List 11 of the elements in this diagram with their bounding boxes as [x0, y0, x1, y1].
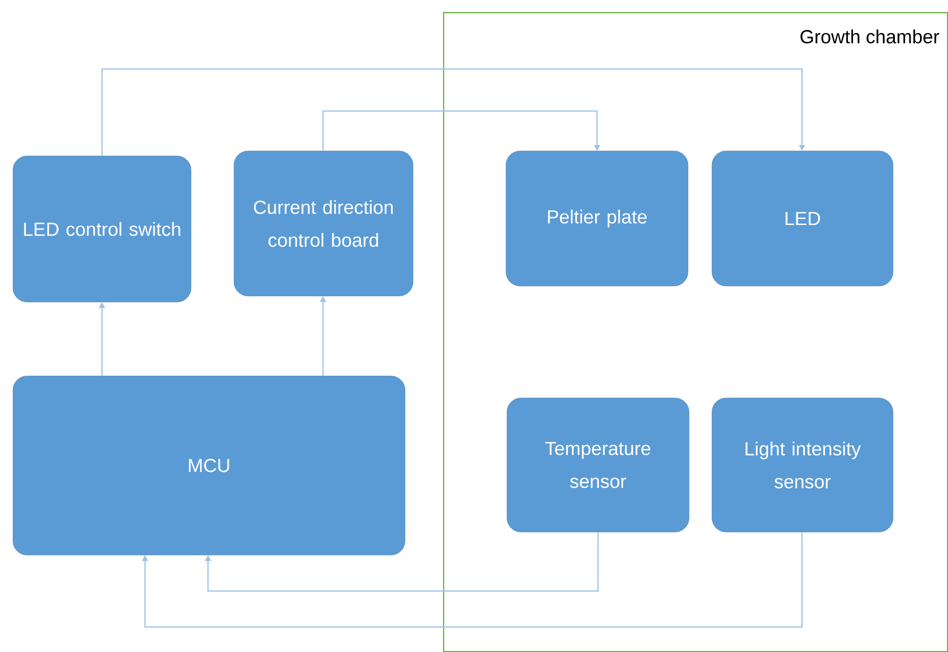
process-box: Temperature sensor	[506, 398, 690, 532]
process-box: LED control switch	[12, 156, 192, 302]
arrow	[101, 68, 806, 156]
process-box: Current direction control board	[234, 150, 414, 296]
process-box: MCU	[12, 376, 406, 556]
arrow	[322, 110, 600, 151]
process-box: Peltier plate	[506, 150, 688, 286]
process-box: Light intensity sensor	[712, 398, 894, 532]
process-box: LED	[712, 150, 894, 286]
arrow	[142, 532, 803, 628]
arrow	[204, 532, 599, 592]
